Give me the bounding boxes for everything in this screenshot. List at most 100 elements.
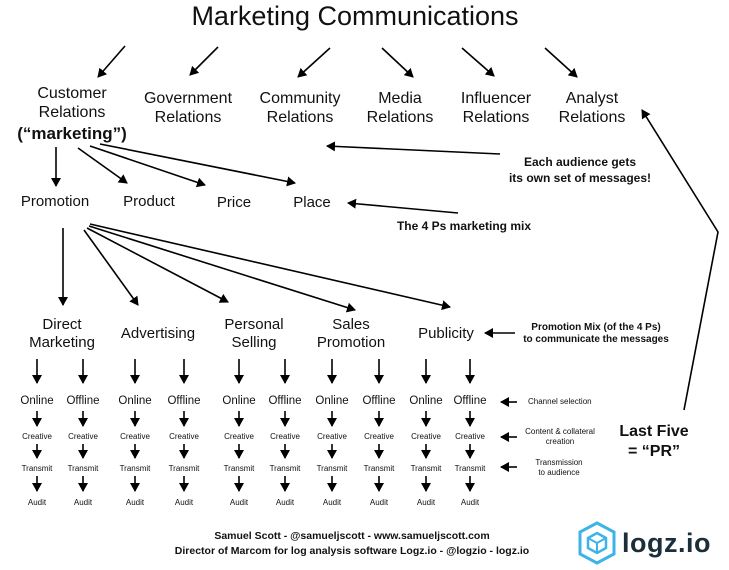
audience-customer-relations: Customer Relations (“marketing”) <box>17 84 127 143</box>
mix-personal-selling: Personal Selling <box>224 316 283 352</box>
step-creative: Creative <box>455 432 485 441</box>
four-ps-note: The 4 Ps marketing mix <box>396 219 532 233</box>
step-audit: Audit <box>322 498 342 507</box>
mix-line2: Promotion <box>316 334 386 351</box>
step-creative: Creative <box>22 432 52 441</box>
channel-online: Online <box>222 395 256 407</box>
channel-online: Online <box>20 395 54 407</box>
mix-line1: Personal <box>224 316 284 333</box>
step-creative: Creative <box>411 432 441 441</box>
mix-publicity: Publicity <box>418 325 474 343</box>
side-note-line1: Content & collateral <box>525 427 595 436</box>
audience-line1: Influencer <box>460 90 532 107</box>
last-five-line1: Last Five <box>619 423 689 440</box>
step-audit: Audit <box>229 498 249 507</box>
side-note-content: Content & collateral creation <box>525 427 595 447</box>
side-note-line2: creation <box>545 437 575 446</box>
cube-icon <box>578 521 616 565</box>
step-transmit: Transmit <box>168 464 200 473</box>
mix-line1: Sales <box>332 316 370 333</box>
step-transmit: Transmit <box>119 464 151 473</box>
p-promotion: Promotion <box>20 193 90 210</box>
last-five-label: Last Five = “PR” <box>619 422 688 462</box>
audience-line1: Media <box>378 90 422 107</box>
step-audit: Audit <box>416 498 436 507</box>
step-creative: Creative <box>364 432 394 441</box>
promotion-mix-note-line2: to communicate the messages <box>523 334 669 345</box>
mix-line1: Direct <box>42 316 82 333</box>
step-audit: Audit <box>73 498 93 507</box>
audience-line1: Community <box>259 90 341 107</box>
audience-line1: Government <box>143 90 233 107</box>
channel-online: Online <box>118 395 152 407</box>
step-transmit: Transmit <box>316 464 348 473</box>
mix-sales-promotion: Sales Promotion <box>317 316 385 352</box>
channel-online: Online <box>315 395 349 407</box>
audience-line1: Customer <box>37 85 107 102</box>
step-transmit: Transmit <box>454 464 486 473</box>
step-audit: Audit <box>174 498 194 507</box>
audience-line2: Relations <box>366 109 434 126</box>
step-transmit: Transmit <box>410 464 442 473</box>
audience-line2: Relations <box>462 109 530 126</box>
step-transmit: Transmit <box>363 464 395 473</box>
page-title: Marketing Communications <box>191 1 519 31</box>
mix-line2: Selling <box>231 334 277 351</box>
step-creative: Creative <box>120 432 150 441</box>
audience-line2: Relations <box>154 109 222 126</box>
mix-line2: Marketing <box>29 334 95 351</box>
audience-line2: Relations <box>558 109 626 126</box>
audience-note-line1: Each audience gets <box>523 155 637 169</box>
step-creative: Creative <box>270 432 300 441</box>
audience-media-relations: Media Relations <box>367 89 434 127</box>
audience-analyst-relations: Analyst Relations <box>559 89 626 127</box>
mix-advertising: Advertising <box>121 325 195 343</box>
p-price: Price <box>216 194 252 211</box>
step-audit: Audit <box>125 498 145 507</box>
side-note-line2: to audience <box>538 468 580 477</box>
promotion-mix-note: Promotion Mix (of the 4 Ps) to communica… <box>523 322 669 346</box>
step-transmit: Transmit <box>67 464 99 473</box>
step-audit: Audit <box>460 498 480 507</box>
step-transmit: Transmit <box>21 464 53 473</box>
last-five-line2: = “PR” <box>627 443 681 460</box>
step-creative: Creative <box>68 432 98 441</box>
audience-note: Each audience gets its own set of messag… <box>509 154 651 186</box>
channel-offline: Offline <box>167 395 201 407</box>
side-note-channel: Channel selection <box>528 397 592 406</box>
audience-influencer-relations: Influencer Relations <box>461 89 531 127</box>
logo-text: logz.io <box>622 527 711 558</box>
logzio-logo: logz.io <box>577 521 711 565</box>
step-audit: Audit <box>369 498 389 507</box>
channel-offline: Offline <box>362 395 396 407</box>
step-audit: Audit <box>275 498 295 507</box>
promotion-mix-note-line1: Promotion Mix (of the 4 Ps) <box>531 322 661 333</box>
mix-direct-marketing: Direct Marketing <box>29 316 95 352</box>
audience-line2: Relations <box>38 104 106 121</box>
step-creative: Creative <box>317 432 347 441</box>
channel-online: Online <box>409 395 443 407</box>
p-place: Place <box>293 194 331 211</box>
audience-note-line2: its own set of messages! <box>508 171 652 185</box>
audience-line1: Analyst <box>565 90 619 107</box>
side-note-line1: Transmission <box>535 458 583 467</box>
step-audit: Audit <box>27 498 47 507</box>
footer-line2: Director of Marcom for log analysis soft… <box>174 545 530 557</box>
channel-offline: Offline <box>66 395 100 407</box>
audience-line2: Relations <box>266 109 334 126</box>
footer: Samuel Scott - @samueljscott - www.samue… <box>175 529 529 559</box>
p-product: Product <box>123 193 175 210</box>
step-creative: Creative <box>224 432 254 441</box>
side-note-transmission: Transmission to audience <box>535 458 582 478</box>
audience-community-relations: Community Relations <box>260 89 341 127</box>
step-transmit: Transmit <box>223 464 255 473</box>
channel-offline: Offline <box>453 395 487 407</box>
step-transmit: Transmit <box>269 464 301 473</box>
step-creative: Creative <box>169 432 199 441</box>
mix-line1: Advertising <box>120 325 196 342</box>
mix-line1: Publicity <box>418 325 474 342</box>
audience-government-relations: Government Relations <box>144 89 232 127</box>
channel-offline: Offline <box>268 395 302 407</box>
marketing-label: (“marketing”) <box>17 124 127 143</box>
